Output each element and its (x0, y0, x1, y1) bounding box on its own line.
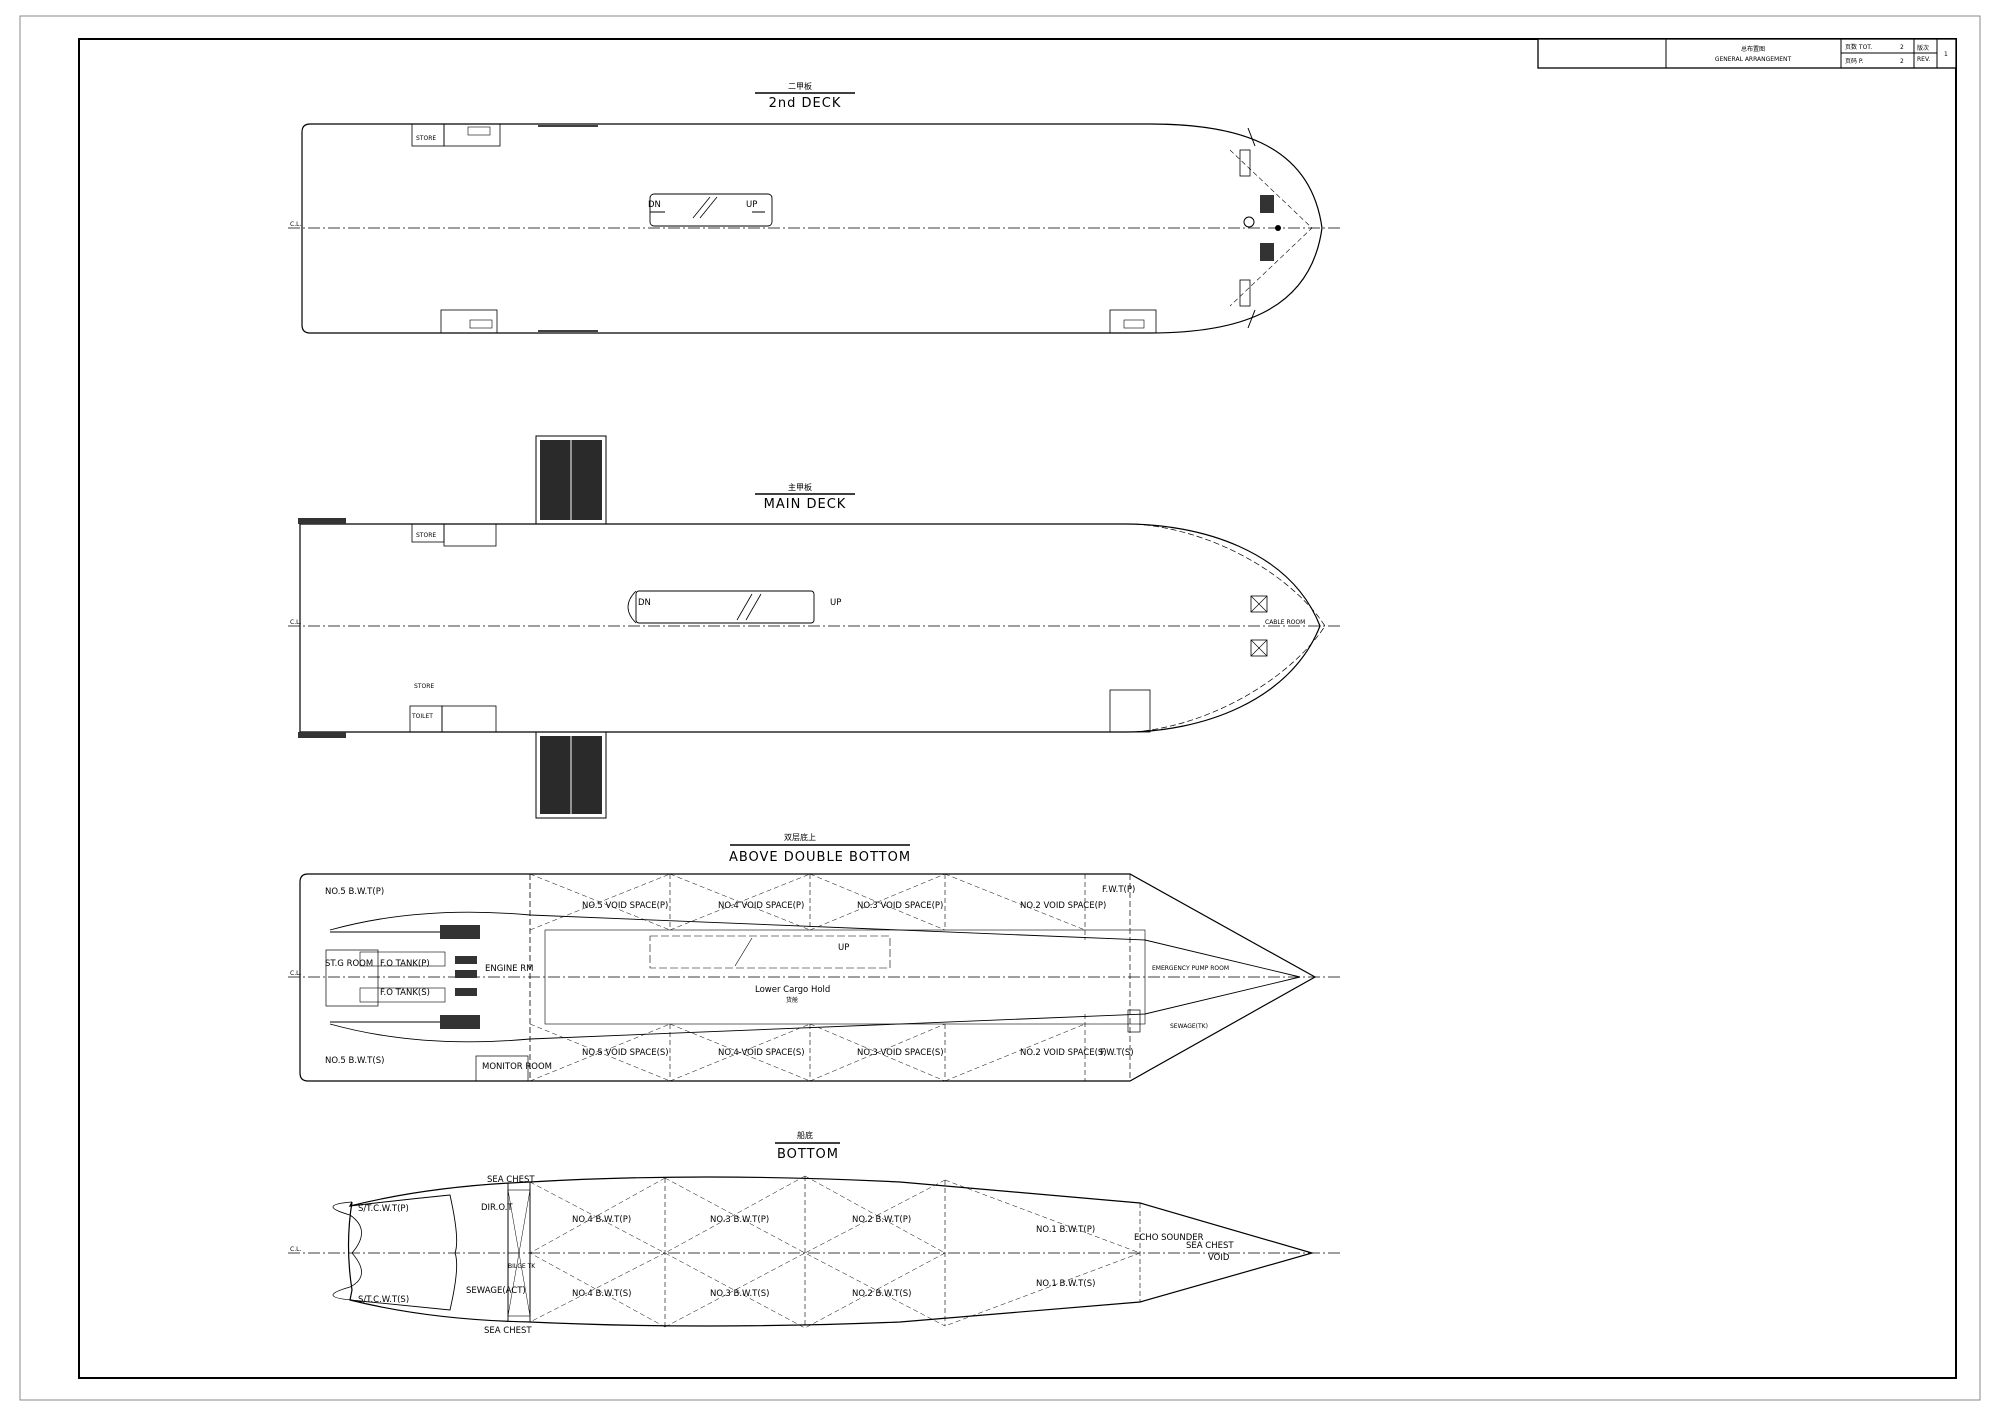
view-bottom: 船底 BOTTOM C.L. SEA CHEST SEA CHEST DIR.O… (288, 1130, 1340, 1336)
title-block: 总布置图 GENERAL ARRANGEMENT 页数 TOT. 2 页码 P.… (1537, 38, 1957, 69)
sea-chest-top-label: SEA CHEST (487, 1175, 535, 1185)
adb-no4-void-p: NO.4 VOID SPACE(P) (718, 901, 804, 911)
bilge-tk-label: BILGE TK (508, 1263, 536, 1270)
lower-cargo-hold-label: Lower Cargo Hold (755, 985, 830, 995)
rev-label-cn: 版次 (1917, 44, 1929, 52)
view-above-double-bottom: 双层底上 ABOVE DOUBLE BOTTOM C.L. (288, 832, 1340, 1082)
title-main-deck: MAIN DECK (764, 497, 847, 512)
dir-o-t-label: DIR.O.T (481, 1203, 513, 1213)
fo-tank-p-label: F.O TANK(P) (380, 959, 430, 969)
dn-label-main-deck: DN (638, 598, 651, 608)
monitor-room-label: MONITOR ROOM (482, 1062, 552, 1072)
store-bottom-main-deck: STORE (414, 683, 434, 690)
drawing-name-en: GENERAL ARRANGEMENT (1715, 56, 1792, 63)
fo-tank-s-label: F.O TANK(S) (380, 988, 430, 998)
cl-label-bottom: C.L. (290, 1246, 301, 1253)
adb-no5-void-p: NO.5 VOID SPACE(P) (582, 901, 668, 911)
drawing-name-cn: 总布置图 (1741, 45, 1765, 53)
echo-sounder-label: ECHO SOUNDER (1134, 1233, 1204, 1243)
up-label-adb: UP (838, 943, 849, 953)
cl-label-main-deck: C.L. (290, 619, 301, 626)
up-label-main-deck: UP (830, 598, 841, 608)
cable-room-label: CABLE ROOM (1265, 619, 1305, 626)
bottom-no4-bwt-p: NO.4 B.W.T(P) (572, 1215, 631, 1225)
engine-rm-label: ENGINE RM (485, 964, 534, 974)
title-adb-cn: 双层底上 (784, 832, 816, 842)
store-2nd-deck: STORE (416, 135, 436, 142)
adb-fwt-p: F.W.T(P) (1102, 885, 1135, 895)
toilet-main-deck: TOILET (411, 713, 433, 720)
stg-room-label: ST.G ROOM (325, 959, 373, 969)
adb-no5-void-s: NO.5 VOID SPACE(S) (582, 1048, 669, 1058)
bottom-no1-bwt-p: NO.1 B.W.T(P) (1036, 1225, 1095, 1235)
adb-fwt-s: F.W.T(S) (1100, 1048, 1134, 1058)
bottom-no1-bwt-s: NO.1 B.W.T(S) (1036, 1279, 1095, 1289)
title-2nd-deck-cn: 二甲板 (788, 81, 812, 91)
bottom-no2-bwt-s: NO.2 B.W.T(S) (852, 1289, 911, 1299)
title-bottom-cn: 船底 (797, 1130, 813, 1140)
sea-chest-fwd-label: SEA CHEST (1186, 1241, 1234, 1251)
cl-label-adb: C.L. (290, 970, 301, 977)
lower-cargo-hold-cn: 货舱 (786, 996, 798, 1004)
adb-no2-void-p: NO.2 VOID SPACE(P) (1020, 901, 1106, 911)
bottom-no2-bwt-p: NO.2 B.W.T(P) (852, 1215, 911, 1225)
bottom-no4-bwt-s: NO.4 B.W.T(S) (572, 1289, 631, 1299)
drawing-frame (78, 38, 1957, 1379)
adb-no2-void-s: NO.2 VOID SPACE(S) (1020, 1048, 1107, 1058)
title-adb: ABOVE DOUBLE BOTTOM (729, 850, 911, 865)
adb-no4-void-s: NO.4 VOID SPACE(S) (718, 1048, 805, 1058)
view-2nd-deck: 二甲板 2nd DECK C.L. STORE DN UP (288, 81, 1340, 334)
total-value: 2 (1900, 44, 1904, 51)
sea-chest-bottom-label: SEA CHEST (484, 1326, 532, 1336)
hull-outline-bottom (347, 1176, 1315, 1327)
store-top-main-deck: STORE (416, 532, 436, 539)
adb-no3-void-p: NO.3 VOID SPACE(P) (857, 901, 943, 911)
page-value: 2 (1900, 58, 1904, 65)
adb-no5-bwt-p: NO.5 B.W.T(P) (325, 887, 384, 897)
sewage-act-label: SEWAGE(ACT) (466, 1286, 526, 1296)
up-label-2nd-deck: UP (746, 200, 757, 210)
title-main-deck-cn: 主甲板 (788, 482, 812, 492)
st-cwt-p-label: S/T.C.W.T(P) (358, 1204, 409, 1214)
st-cwt-s-label: S/T.C.W.T(S) (358, 1295, 409, 1305)
adb-no3-void-s: NO.3 VOID SPACE(S) (857, 1048, 944, 1058)
emergency-pump-room-label: EMERGENCY PUMP ROOM (1152, 965, 1229, 972)
void-label: VOID (1208, 1253, 1230, 1263)
view-main-deck: 主甲板 MAIN DECK C.L. STORE STORE TOILET DN (288, 435, 1340, 819)
outer-border (19, 15, 1981, 1401)
title-2nd-deck: 2nd DECK (769, 96, 842, 111)
sewage-tk-label: SEWAGE(TK) (1170, 1023, 1208, 1030)
dn-label-2nd-deck: DN (648, 200, 661, 210)
page-label: 页码 P. (1845, 57, 1864, 65)
hull-outline-adb (299, 873, 1317, 1082)
adb-no5-bwt-s: NO.5 B.W.T(S) (325, 1056, 384, 1066)
total-label: 页数 TOT. (1845, 43, 1872, 51)
rev-label-en: REV. (1917, 56, 1930, 63)
rev-value: 1 (1944, 51, 1948, 58)
bottom-no3-bwt-s: NO.3 B.W.T(S) (710, 1289, 769, 1299)
bottom-no3-bwt-p: NO.3 B.W.T(P) (710, 1215, 769, 1225)
cl-label-2nd-deck: C.L. (290, 221, 301, 228)
hull-outline-2nd-deck (301, 123, 1323, 334)
hull-outline-main-deck (299, 523, 1321, 733)
title-bottom: BOTTOM (777, 1147, 839, 1162)
